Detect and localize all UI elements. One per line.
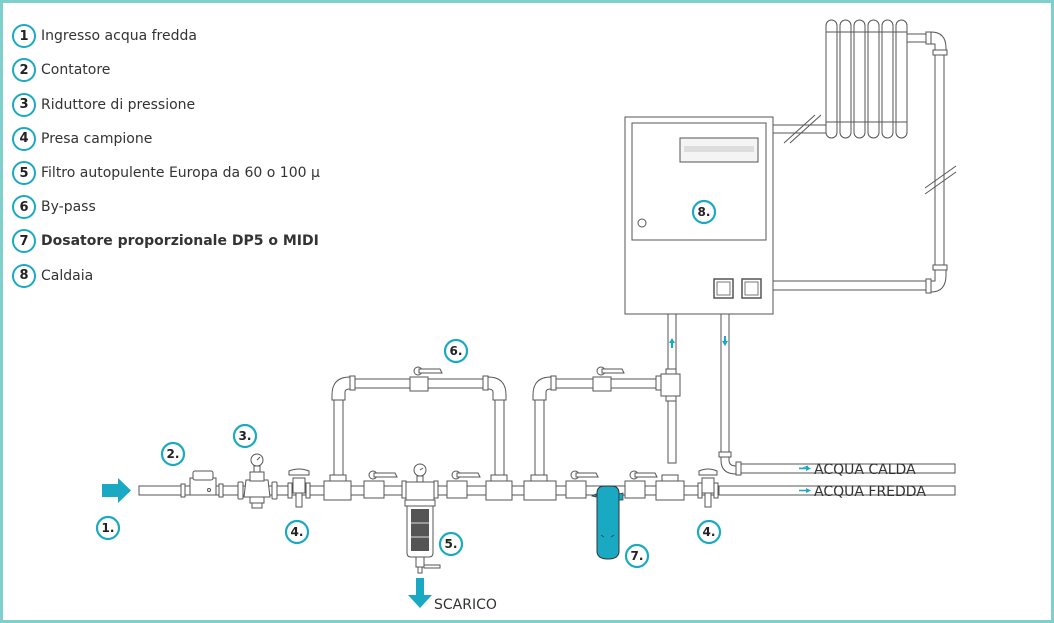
legend-label: Caldaia <box>41 267 94 284</box>
hot-water-outlet: ACQUA CALDA <box>740 462 956 478</box>
legend-label: Dosatore proporzionale DP5 o MIDI <box>41 233 319 250</box>
arrow-down-icon <box>722 336 728 346</box>
boiler <box>624 116 774 315</box>
sample-tap <box>697 468 719 508</box>
callout-1: 1. <box>95 515 121 541</box>
callout-2: 2. <box>160 441 186 467</box>
sample-tap <box>287 468 311 508</box>
legend-item: 3 Riduttore di pressione <box>12 92 320 117</box>
svg-text:8.: 8. <box>698 205 711 219</box>
water-meter <box>180 470 224 498</box>
legend-number-badge: 1 <box>12 24 36 49</box>
legend-number-badge: 7 <box>12 229 36 254</box>
drain-arrow-icon <box>408 578 432 608</box>
legend-number-badge: 2 <box>12 58 36 83</box>
legend-number-badge: 4 <box>12 126 36 151</box>
inlet-arrow-icon <box>102 478 131 503</box>
callout-6: 6. <box>443 338 469 364</box>
cold-water-label: ACQUA FREDDA <box>814 484 926 500</box>
proportional-doser <box>590 485 624 560</box>
legend-number-badge: 6 <box>12 195 36 220</box>
callout-4-right: 4. <box>696 519 722 545</box>
cold-water-outlet: ACQUA FREDDA <box>715 484 956 500</box>
self-cleaning-filter <box>401 463 441 574</box>
callout-4-left: 4. <box>284 519 310 545</box>
ball-valve <box>446 470 481 499</box>
legend-item: 6 By-pass <box>12 195 320 220</box>
legend-item: 7 Dosatore proporzionale DP5 o MIDI <box>12 229 320 254</box>
legend: 1 Ingresso acqua fredda 2 Contatore 3 Ri… <box>12 24 320 298</box>
legend-number-badge: 8 <box>12 263 36 288</box>
legend-number-badge: 3 <box>12 92 36 117</box>
pressure-reducer <box>237 453 278 509</box>
drain-label: SCARICO <box>434 597 497 613</box>
hot-water-label: ACQUA CALDA <box>814 462 916 478</box>
bypass-loop-2 <box>523 366 685 501</box>
legend-item: 1 Ingresso acqua fredda <box>12 24 320 49</box>
callout-8: 8. <box>691 199 717 225</box>
legend-label: Presa campione <box>41 130 153 147</box>
legend-number-badge: 5 <box>12 161 36 185</box>
svg-text:3.: 3. <box>239 429 252 443</box>
callout-3: 3. <box>232 423 258 449</box>
svg-text:6.: 6. <box>450 344 463 358</box>
legend-item: 2 Contatore <box>12 58 320 83</box>
arrow-up-icon <box>669 338 675 348</box>
svg-text:1.: 1. <box>102 521 115 535</box>
legend-label: Ingresso acqua fredda <box>41 28 197 45</box>
svg-text:4.: 4. <box>703 525 716 539</box>
bypass-loop-1 <box>323 366 513 501</box>
svg-text:2.: 2. <box>167 447 180 461</box>
ball-valve <box>363 470 398 499</box>
legend-label: Filtro autopulente Europa da 60 o 100 µ <box>41 165 320 181</box>
legend-item: 8 Caldaia <box>12 263 320 288</box>
legend-label: Contatore <box>41 62 111 79</box>
legend-item: 5 Filtro autopulente Europa da 60 o 100 … <box>12 161 320 186</box>
svg-text:4.: 4. <box>291 525 304 539</box>
legend-label: By-pass <box>41 199 96 216</box>
legend-item: 4 Presa campione <box>12 126 320 152</box>
radiator-return-pipe <box>906 31 957 294</box>
callout-5: 5. <box>438 531 464 557</box>
boiler-to-radiator-pipe <box>772 114 927 291</box>
svg-text:5.: 5. <box>445 537 458 551</box>
radiator <box>825 19 908 139</box>
legend-label: Riduttore di pressione <box>41 96 196 113</box>
svg-text:7.: 7. <box>631 549 644 563</box>
callout-7: 7. <box>624 543 650 569</box>
